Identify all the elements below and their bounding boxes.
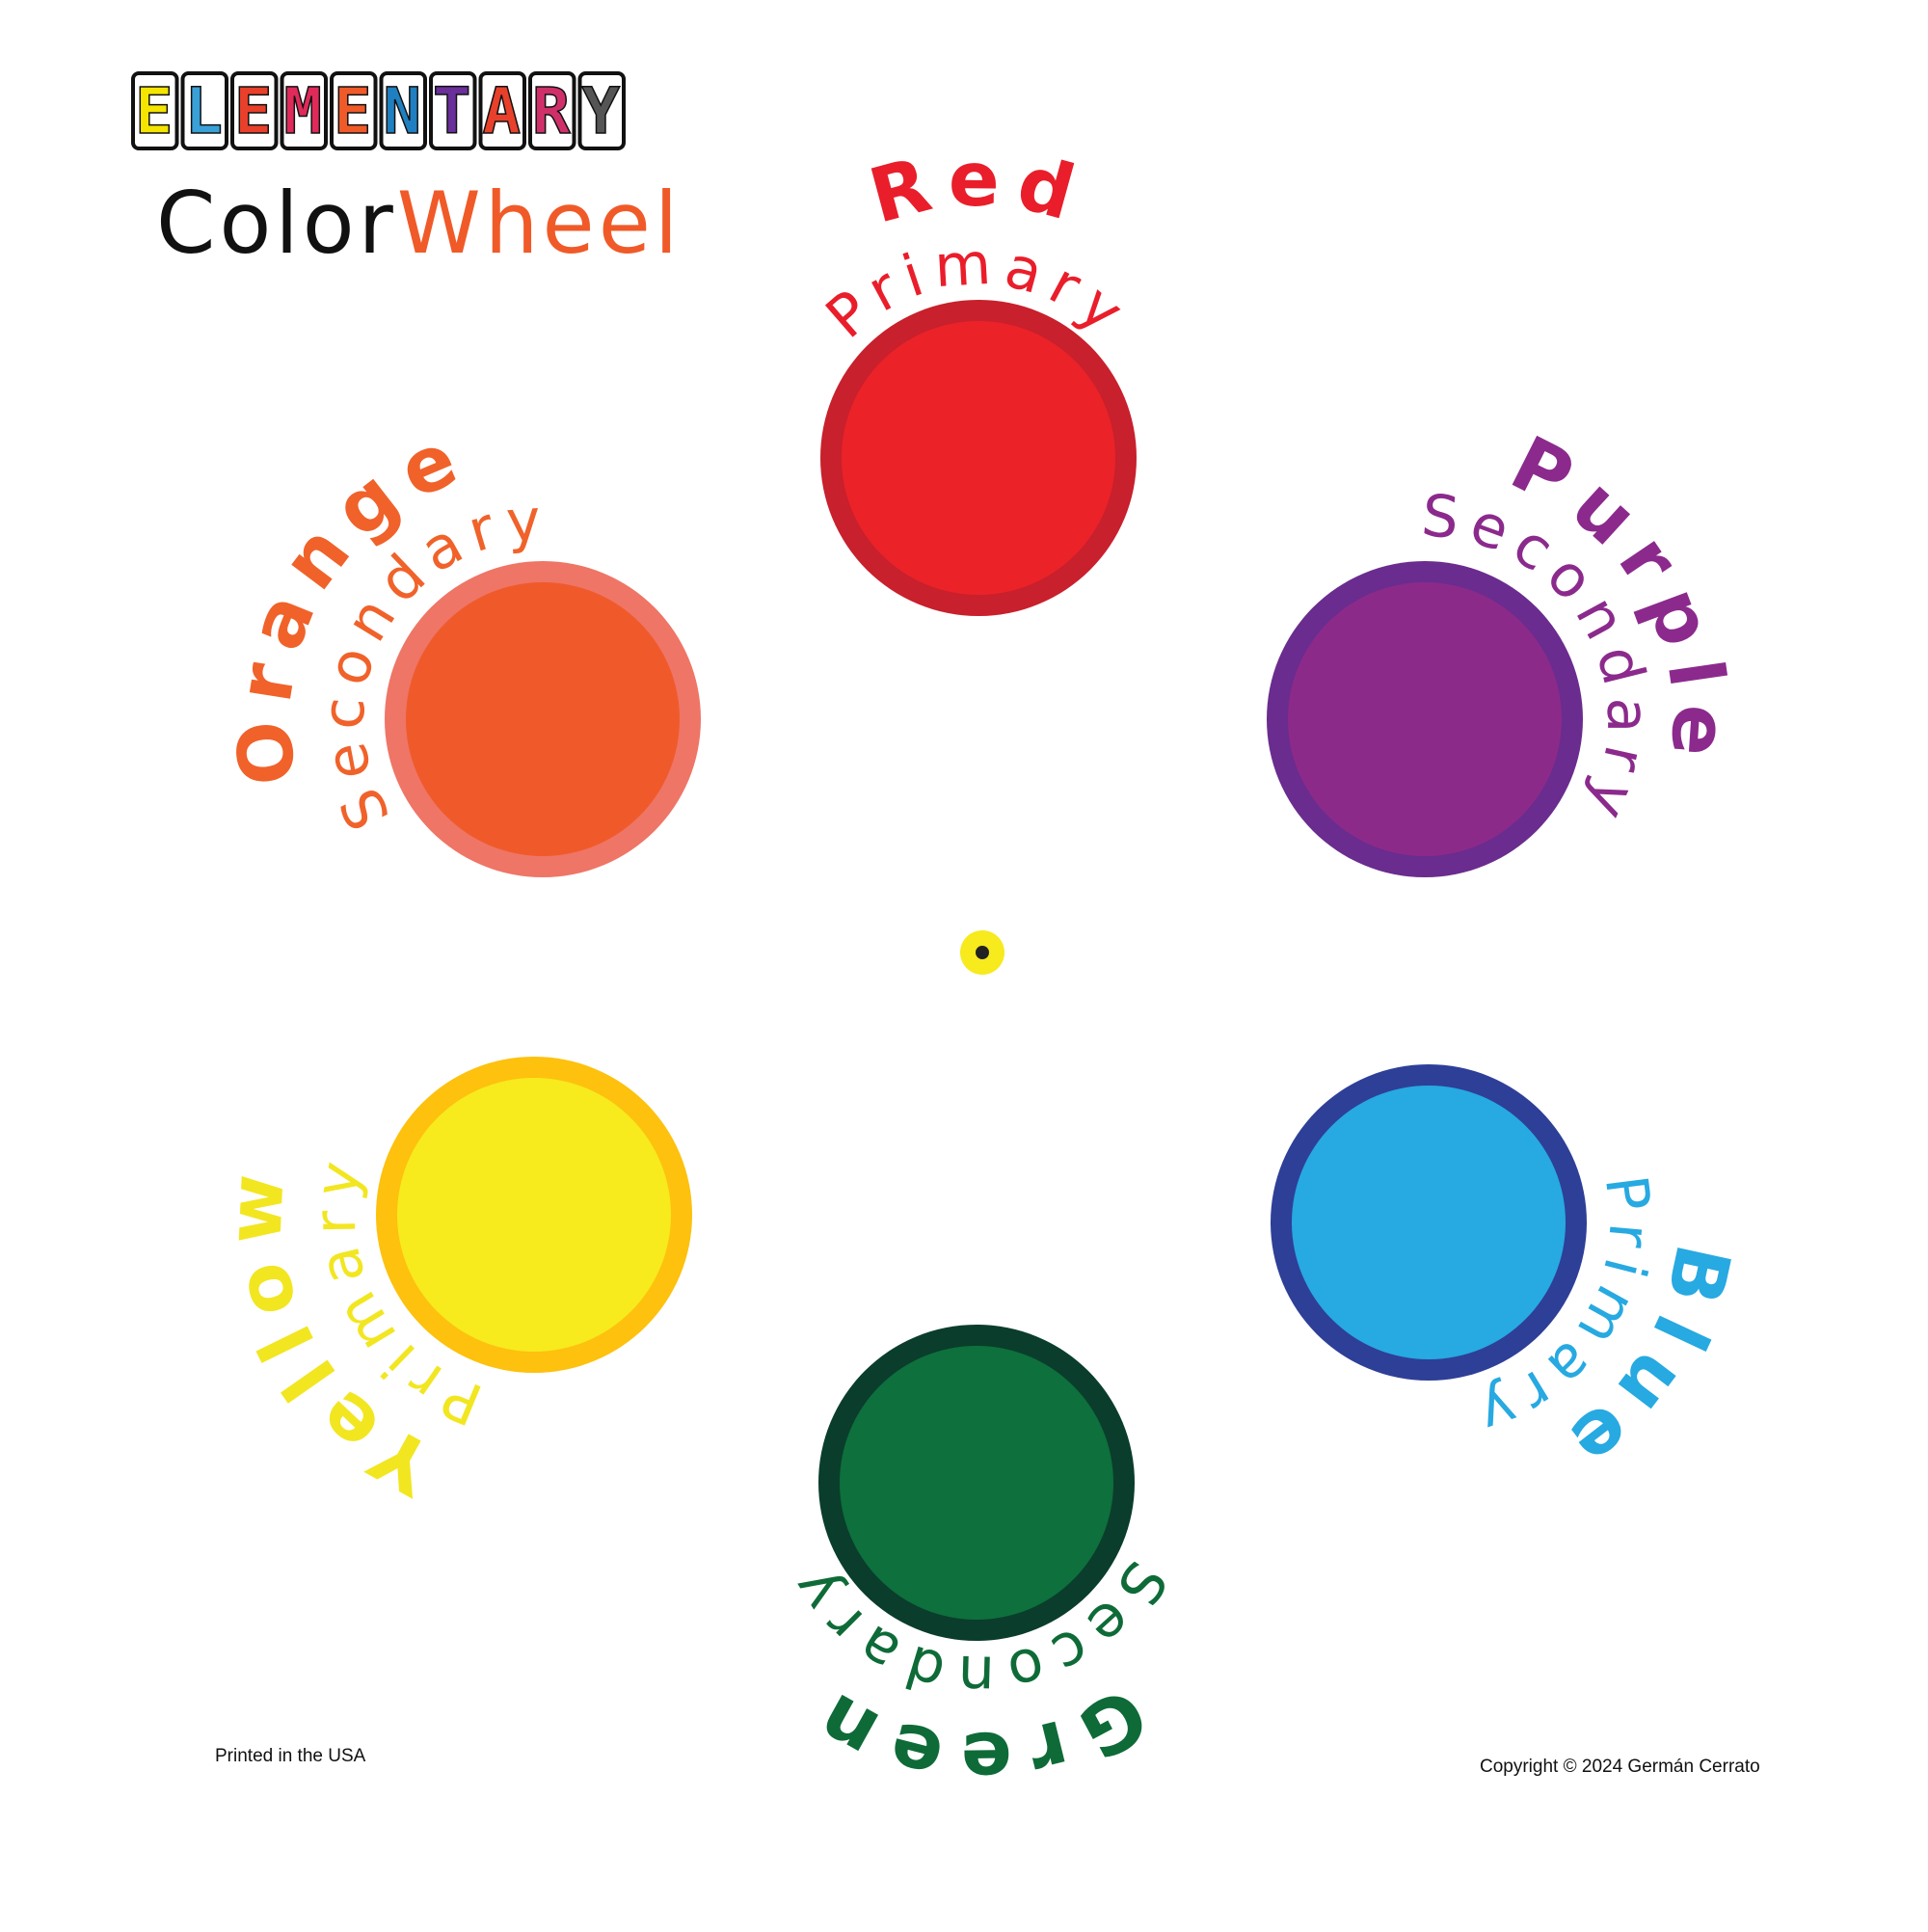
title-letter: Y	[581, 74, 620, 148]
title-letter: R	[532, 74, 571, 148]
title-letter: M	[283, 74, 322, 148]
title-letter-box	[379, 71, 427, 150]
title-letter: N	[383, 74, 421, 148]
title-letter-box	[180, 71, 228, 150]
swatch-fill-purple	[1288, 582, 1562, 856]
title-letter-box	[330, 71, 378, 150]
title-letter-box	[230, 71, 279, 150]
title-letter-box	[131, 71, 179, 150]
swatch-name-label-red: Red	[861, 137, 1096, 241]
title-letter: E	[234, 74, 273, 148]
title-letter-box	[429, 71, 477, 150]
subtitle: ColorWheel	[156, 174, 682, 273]
title-letter-box	[280, 71, 328, 150]
center-pin	[960, 930, 1004, 975]
swatch-fill-green	[840, 1346, 1113, 1620]
printed-in-usa-note: Printed in the USA	[215, 1746, 366, 1766]
title-letter: A	[482, 74, 521, 148]
subtitle-wheel-word: Wheel	[397, 174, 683, 273]
swatch-fill-yellow	[397, 1078, 671, 1352]
title-letter-box	[528, 71, 576, 150]
title-letter-box	[478, 71, 526, 150]
title-letter: T	[433, 74, 471, 148]
center-pin-dot	[976, 946, 989, 959]
title-letter: E	[334, 74, 372, 148]
swatch-fill-orange	[406, 582, 680, 856]
copyright-note: Copyright © 2024 Germán Cerrato	[1480, 1757, 1760, 1777]
swatch-fill-red	[842, 321, 1115, 595]
title-letter: L	[184, 74, 223, 148]
subtitle-color-word: Color	[156, 174, 397, 273]
title-letter-box	[577, 71, 626, 150]
swatch-fill-blue	[1292, 1086, 1566, 1359]
title-letter: E	[135, 74, 174, 148]
